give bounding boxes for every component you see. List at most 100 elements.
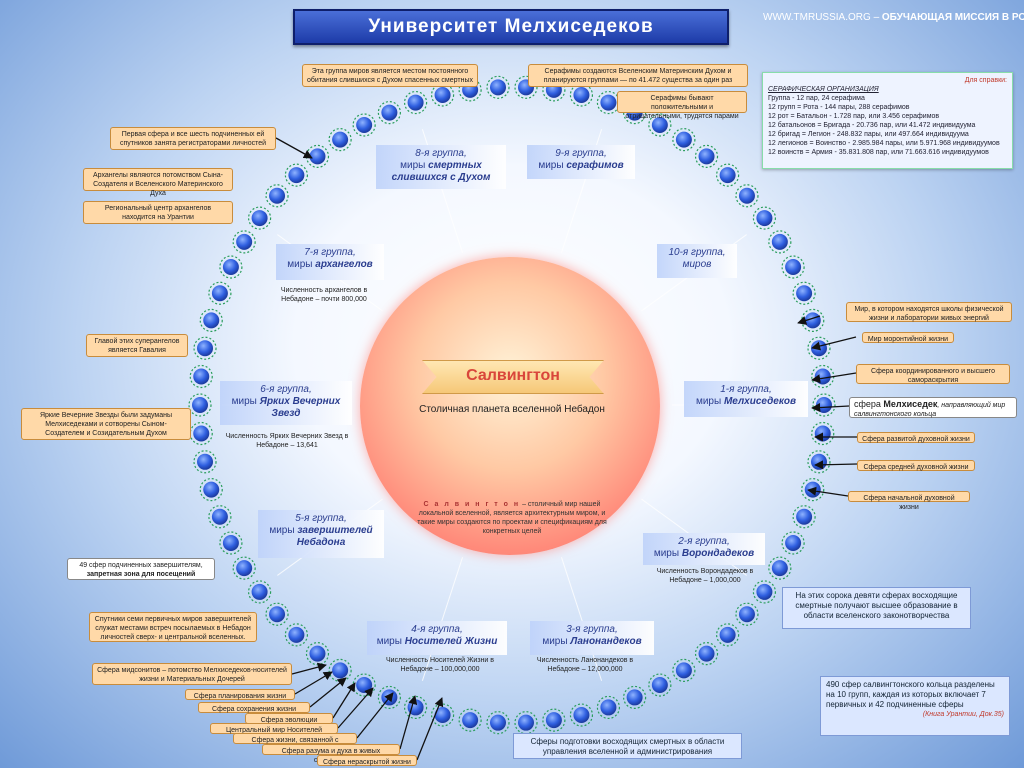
sphere-satellite-ring: [801, 477, 825, 502]
sphere-morontia: Мир моронтийной жизни: [862, 332, 954, 343]
group-4-label: 4-я группа, миры Носителей Жизни: [367, 621, 507, 655]
pointer-arrow: [807, 486, 849, 497]
sphere-satellite-ring: [247, 580, 272, 604]
group-7-num: 7-я группа,: [304, 247, 356, 258]
group-2-prefix: миры: [653, 548, 682, 559]
note-midsonites: Сфера мидсонитов – потомство Мелхиседеко…: [92, 663, 292, 685]
sphere: [756, 583, 773, 600]
group-1-prefix: миры: [695, 396, 724, 407]
group-2-name: Ворондадеков: [681, 548, 755, 559]
sphere: [816, 397, 832, 413]
sphere: [490, 714, 507, 731]
sphere: [785, 259, 802, 276]
sphere-satellite-ring: [542, 708, 566, 732]
sphere-satellite-ring: [232, 556, 256, 580]
note-forty-nine-text: 49 сфер подчиненных завершителям,: [79, 562, 203, 569]
group-3-label: 3-я группа, миры Ланонандеков: [530, 621, 654, 655]
group-10-label: 10-я группа, миров: [657, 244, 737, 278]
sphere: [193, 425, 210, 442]
group-9-name: серафимов: [566, 160, 624, 171]
sphere: [356, 677, 373, 694]
sphere-satellite-ring: [208, 505, 232, 529]
page-title: Университет Мелхиседеков: [293, 9, 729, 45]
note-satellites: Спутники семи первичных миров завершител…: [89, 612, 257, 642]
note-forty-nine-bold: запретная зона для посещений: [86, 571, 196, 578]
ring-info-box: 490 сфер салвингтонского кольца разделен…: [820, 676, 1010, 736]
note-first-sphere: Первая сфера и все шесть подчиненных ей …: [110, 127, 276, 150]
sphere: [814, 425, 831, 442]
sphere: [332, 662, 349, 679]
group-4-prefix: миры: [376, 636, 405, 647]
group-4-caption: Численность Носителей Жизни в Небадоне –…: [386, 657, 494, 673]
sphere-satellite-ring: [648, 673, 672, 697]
ring-spheres: [188, 75, 836, 735]
sphere: [236, 560, 253, 577]
sphere: [698, 645, 715, 662]
sphere: [407, 94, 424, 111]
sphere-satellite-ring: [193, 336, 217, 360]
sphere-satellite-ring: [672, 128, 696, 152]
pointer-arrow: [811, 403, 850, 413]
sphere: [814, 368, 831, 385]
sphere: [434, 707, 451, 724]
sphere: [719, 626, 736, 643]
group-4-name: Носителей Жизни: [404, 636, 498, 647]
sphere-satellite-ring: [208, 281, 232, 305]
site-url[interactable]: WWW.TMRUSSIA.ORG: [763, 12, 871, 23]
sphere-satellite-ring: [812, 393, 836, 417]
group-5-num: 5-я группа,: [295, 513, 347, 524]
sphere: [332, 131, 349, 148]
group-5-prefix: миры: [269, 525, 298, 536]
sphere: [236, 233, 253, 250]
pointer-arrow: [332, 682, 356, 719]
sphere-satellite-ring: [735, 602, 759, 626]
sphere-satellite-ring: [430, 83, 455, 107]
group-divider: [421, 557, 464, 681]
sphere: [309, 645, 326, 662]
group-4-num: 4-я группа,: [411, 624, 463, 635]
group-9-prefix: миры: [538, 160, 567, 171]
sphere: [381, 104, 398, 121]
sphere-satellite-ring: [752, 580, 777, 604]
sphere: [804, 481, 821, 498]
note-evening-stars: Яркие Вечерние Звезды были задуманы Мелх…: [21, 408, 191, 440]
sphere: [203, 312, 220, 329]
sphere-satellite-ring: [672, 658, 696, 682]
sphere-satellite-ring: [199, 477, 223, 502]
sphere: [222, 259, 239, 276]
reference-line: 12 воинств = Армия - 35.831.808 пар, или…: [768, 149, 989, 156]
group-9-num: 9-я группа,: [555, 148, 607, 159]
sphere-satellite-ring: [219, 255, 243, 279]
sphere-satellite-ring: [542, 78, 566, 102]
sphere-satellite-ring: [768, 230, 792, 254]
ring-info-source: (Книга Урантии, Док.35): [922, 711, 1004, 718]
sphere-satellite-ring: [284, 163, 308, 187]
group-5-label: 5-я группа, миры завершителей Небадона: [258, 510, 384, 558]
sphere: [600, 699, 617, 716]
note-top-right-2: Серафимы бывают положительными и отрицат…: [617, 91, 747, 120]
sphere: [288, 167, 305, 184]
sphere-satellite-ring: [694, 144, 719, 168]
sphere: [796, 508, 813, 525]
sphere-satellite-ring: [735, 184, 759, 208]
sphere-initial-spirit: Сфера начальной духовной жизни: [848, 491, 970, 511]
note-regional: Региональный центр архангелов находится …: [83, 201, 233, 224]
sphere: [600, 94, 617, 111]
salvington-subtitle: Столичная планета вселенной Небадон: [419, 404, 605, 415]
sphere-satellite-ring: [403, 90, 428, 115]
sphere-satellite-ring: [305, 144, 330, 168]
sphere-satellite-ring: [247, 206, 272, 230]
sphere-satellite-ring: [458, 78, 482, 102]
group-2-num: 2-я группа,: [678, 536, 730, 547]
sphere-satellite-ring: [189, 364, 213, 389]
sphere: [462, 712, 479, 729]
sphere-satellite-ring: [569, 703, 594, 727]
sphere-mind-spirit: Сфера разума и духа в живых существах: [262, 744, 400, 764]
sphere: [719, 167, 736, 184]
pointer-arrow: [309, 677, 347, 708]
sphere-satellite-ring: [265, 602, 289, 626]
sphere-advanced-spirit: Сфера развитой духовной жизни: [857, 432, 975, 443]
sphere-satellite-ring: [486, 711, 510, 735]
sphere: [197, 340, 214, 357]
